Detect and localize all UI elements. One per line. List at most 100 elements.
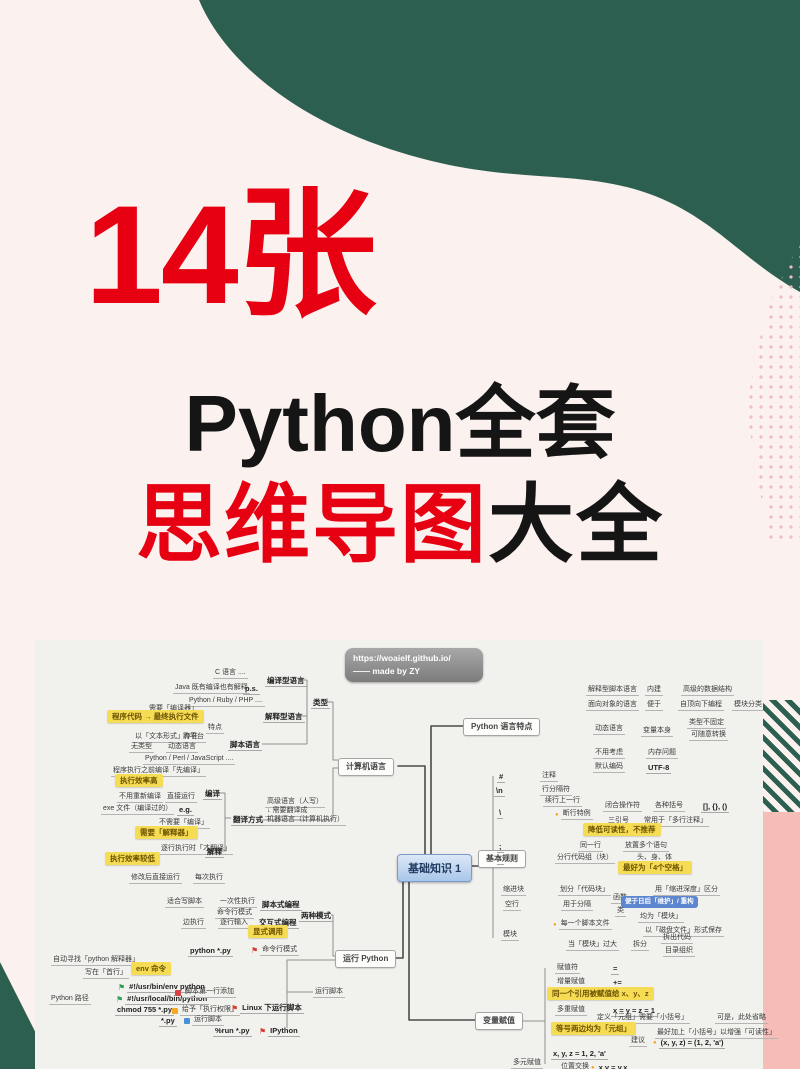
mindmap-node-label: env 命令 <box>131 962 172 975</box>
mindmap-node: 脚本式编程 <box>260 900 302 911</box>
green-flag-icon: ⚑ <box>116 994 124 1004</box>
mindmap-node: 修改后直接运行 <box>129 874 182 885</box>
mindmap-node: [], {}, () <box>701 802 730 813</box>
mindmap-node: C 语言 .... <box>213 669 248 680</box>
mindmap-node-label: 自动寻找「python 解释器」 <box>51 956 141 967</box>
mindmap-node-label: \n <box>494 786 505 797</box>
mindmap-node: 建议 <box>629 1037 647 1048</box>
mindmap-node-label: 各种括号 <box>653 802 685 813</box>
mindmap-node-label: 基本规则 <box>478 850 526 868</box>
mindmap-node: 划分「代码块」 <box>558 886 611 897</box>
mindmap-node: 翻译方式 <box>231 815 265 826</box>
mindmap-node: 类型不固定 <box>687 719 726 730</box>
mindmap-node: chmod 755 *.py <box>115 1005 175 1016</box>
mindmap-node-label: 类型 <box>311 698 330 709</box>
mindmap-node-label: 给予「执行权限」 <box>180 1006 240 1017</box>
mindmap-node-label: 每次执行 <box>193 874 225 885</box>
mindmap-node: 多元赋值 <box>511 1059 543 1069</box>
mindmap-node-label: 同一个引用被赋值给 x、y、z <box>547 987 654 1000</box>
mindmap-node-label: 赋值符 <box>555 964 580 975</box>
mindmap-node: 类型 <box>311 698 330 709</box>
mindmap-node: 闭合操作符 <box>603 802 642 813</box>
mindmap-node: 脚本语言 <box>228 740 262 751</box>
mindmap-node-label: (x, y, z) = (1, 2, 'a') <box>658 1038 726 1049</box>
mindmap-node-label: 修改后直接运行 <box>129 874 182 885</box>
mindmap-node-label: : <box>497 854 504 865</box>
mindmap-node: 跨平台 <box>181 733 206 744</box>
green-blob-decoration <box>199 0 800 292</box>
mindmap-node-label: 动态语言 <box>593 725 625 736</box>
mindmap-node-label: 最好加上「小括号」以增强「可读性」 <box>655 1029 778 1040</box>
mindmap-node-label: ↓ 需要翻译成 <box>265 807 310 818</box>
mindmap-node: 解释 <box>205 847 224 858</box>
mindmap-node-label: 多重赋值 <box>555 1006 587 1017</box>
mindmap-node: 执行效率高 <box>115 774 163 787</box>
mindmap-node: 给予「执行权限」 <box>172 1006 240 1017</box>
mindmap-node-label: 目录组织 <box>663 947 695 958</box>
mindmap-node-label: # <box>497 772 506 783</box>
mindmap-node: 函数 <box>611 894 629 905</box>
mindmap-node: 解释型脚本语言 <box>586 686 639 697</box>
mindmap-node: exe 文件（编译过的） <box>101 805 175 816</box>
mindmap-node: 用于分隔 <box>561 901 593 912</box>
mindmap-node: 便于日后「维护」/ 重构 <box>621 896 698 908</box>
mindmap-node-label: 以「文本形式」存在 <box>133 733 200 744</box>
mindmap-node-label: 逐行执行时「才翻译」 <box>159 845 233 856</box>
mindmap-node-label: 类型不固定 <box>687 719 726 730</box>
mindmap-node: Python 路径 <box>49 995 91 1006</box>
mindmap-node: 动态语言 <box>166 743 198 754</box>
credit-badge-url: https://woaielf.github.io/ <box>353 653 451 663</box>
mindmap-node: 同一行 <box>578 842 603 853</box>
mindmap-node-label: 脚本第一行添加 <box>183 988 236 999</box>
mindmap-node: ↓ 需要翻译成 <box>265 807 310 818</box>
mindmap-node-label: 内建 <box>645 686 663 697</box>
mindmap-node-label: 运行脚本 <box>313 988 345 999</box>
mindmap-node-label: 程序代码 → 最终执行文件 <box>107 710 204 723</box>
orange-warning-icon <box>172 1008 178 1015</box>
mindmap-node-label: 变量本身 <box>641 727 673 738</box>
mindmap-node-label: 划分「代码块」 <box>558 886 611 897</box>
mindmap-node: 面向对象的语言 <box>586 701 639 712</box>
mindmap-node-label: 可随意转换 <box>689 731 728 742</box>
mindmap-node-label: 模块 <box>501 931 519 942</box>
mindmap-node-label: IPython <box>268 1026 300 1037</box>
mindmap-node-label: p.s. <box>243 684 260 695</box>
mindmap-node: 以「磁盘文件」形式保存 <box>643 927 724 938</box>
mindmap-node-label: 命令行模式 <box>215 909 254 920</box>
mindmap-node-label: 当「模块」过大 <box>566 941 619 952</box>
headline-main: Python全套 <box>184 379 616 468</box>
mindmap-node-label: 续行上一行 <box>543 797 582 808</box>
mindmap-node: 运行脚本 <box>184 1016 224 1027</box>
mindmap-node: 自顶向下编程 <box>678 701 724 712</box>
mindmap-node: 脚本第一行添加 <box>175 988 236 999</box>
mindmap-node: ⚑#!/usr/local/bin/python <box>116 994 210 1005</box>
mindmap-node-label: 类 <box>615 907 626 918</box>
mindmap-node-label: 断行特例 <box>560 810 593 821</box>
mindmap-node-label: 运行 Python <box>335 950 397 968</box>
orange-dot-icon: ● <box>555 811 559 818</box>
mindmap-node: 自动寻找「python 解释器」 <box>51 956 141 967</box>
mindmap-node: 分行代码组（块） <box>555 854 615 865</box>
mindmap-node: 目录组织 <box>663 947 695 958</box>
orange-dot-icon: ● <box>591 1064 595 1069</box>
mindmap-node-label: 脚本式编程 <box>260 900 302 911</box>
mindmap-node: 运行脚本 <box>313 988 345 999</box>
mindmap-node: 每次执行 <box>193 874 225 885</box>
mindmap-node: 缩进块 <box>501 886 526 897</box>
mindmap-node: 用「缩进深度」区分 <box>653 886 720 897</box>
mindmap-node-label: 逐行输入 <box>218 919 250 930</box>
mindmap-node: 不用重新编译 <box>117 793 163 804</box>
mindmap-node-label: 空行 <box>503 901 521 912</box>
mindmap-node-label: 高级语言（人写） <box>265 798 325 809</box>
mindmap-node-label: 等号两边均为「元组」 <box>551 1022 636 1035</box>
mindmap-node-label: 降低可读性，不推荐 <box>583 823 661 836</box>
mindmap-node-label: 闭合操作符 <box>603 802 642 813</box>
mindmap-node: 多重赋值 <box>555 1006 587 1017</box>
mindmap-node: 程序代码 → 最终执行文件 <box>107 710 204 723</box>
mindmap-node: 直接运行 <box>165 793 197 804</box>
mindmap-node-label: C 语言 .... <box>213 669 248 680</box>
mindmap-node: 不用考虑 <box>593 749 625 760</box>
mindmap-node-label: 面向对象的语言 <box>586 701 639 712</box>
mindmap-node: ⚑命令行模式 <box>251 946 300 957</box>
mindmap-node-label: 用「缩进深度」区分 <box>653 886 720 897</box>
